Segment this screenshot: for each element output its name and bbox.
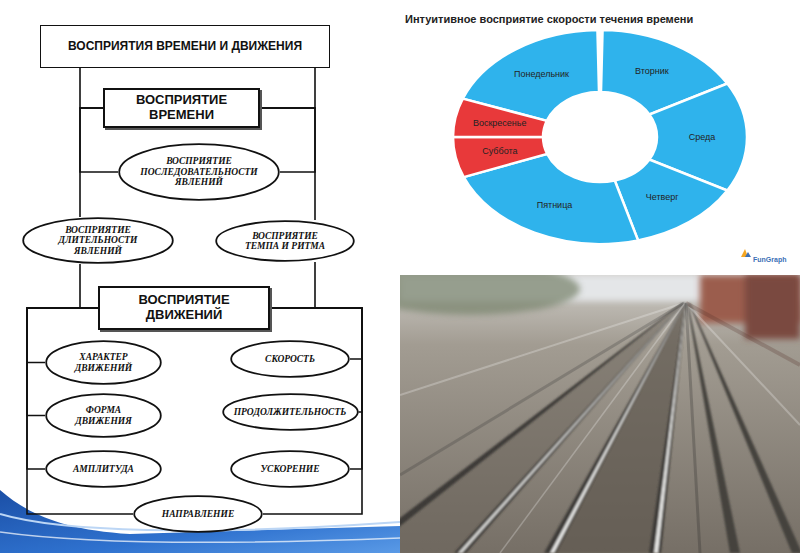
rail (649, 303, 686, 553)
oval-outline (46, 341, 161, 384)
property-oval: УСКОРЕНИЕ (230, 450, 350, 488)
chart-title: Интуитивное восприятие скорости течения … (405, 13, 693, 25)
oval-label: ВОСПРИЯТИЕ ДЛИТЕЛЬНОСТИ ЯВЛЕНИЙ (48, 225, 148, 256)
streak (686, 303, 700, 553)
oval-label: ВОСПРИЯТИЕ ТЕМПА И РИТМА (235, 231, 335, 252)
property-oval: ХАРАКТЕР ДВИЖЕНИЙ (45, 340, 162, 385)
wave-band (0, 490, 400, 553)
oval-label: НАПРАВЛЕНИЕ (162, 509, 235, 519)
logo-icon (740, 246, 752, 258)
rail-shine (654, 303, 686, 553)
trees (400, 275, 580, 315)
label-holder: Интуитивное восприятие скорости течения … (405, 9, 693, 27)
logo-text: FunGraph (753, 256, 786, 263)
category-box: ВОСПРИЯТИЕ ДВИЖЕНИЙ (98, 286, 270, 330)
oval-outline (119, 144, 279, 200)
box-label: ВОСПРИЯТИЕ ДВИЖЕНИЙ (119, 293, 249, 323)
rail (400, 303, 683, 553)
connector-line (270, 262, 315, 308)
process-oval: ВОСПРИЯТИЕ ТЕМПА И РИТМА (215, 220, 355, 262)
segment-label: Среда (689, 132, 716, 142)
property-oval: СКОРОСТЬ (230, 340, 350, 378)
ballast (400, 303, 684, 553)
oval-label: СКОРОСТЬ (265, 354, 315, 364)
category-box: ВОСПРИЯТИЕ ВРЕМЕНИ (103, 88, 260, 128)
oval-label: ВОСПРИЯТИЕ ПОСЛЕДОВАТЕЛЬНОСТИ ЯВЛЕНИЙ (134, 156, 264, 187)
title-box: ВОСПРИЯТИЯ ВРЕМЕНИ И ДВИЖЕНИЯ (40, 25, 330, 68)
motion-streaks (400, 303, 800, 553)
process-oval: ВОСПРИЯТИЕ ДЛИТЕЛЬНОСТИ ЯВЛЕНИЙ (22, 217, 174, 264)
property-oval: АМПЛИТУДА (45, 450, 162, 488)
box-label: ВОСПРИЯТИЕ ВРЕМЕНИ (126, 93, 238, 123)
oval-outline (231, 341, 349, 377)
wave-streak (0, 532, 400, 543)
rail (687, 303, 740, 553)
property-oval: НАПРАВЛЕНИЕ (133, 495, 263, 533)
oval-label: УСКОРЕНИЕ (260, 464, 319, 474)
rails (400, 303, 800, 553)
process-oval: ВОСПРИЯТИЕ ПОСЛЕДОВАТЕЛЬНОСТИ ЯВЛЕНИЙ (118, 143, 280, 201)
property-oval: ФОРМА ДВИЖЕНИЯ (45, 393, 162, 438)
connector-line (270, 308, 362, 469)
property-oval: ПРОДОЛЖИТЕЛЬНОСТЬ (222, 393, 359, 431)
segment-label: Вторник (635, 66, 669, 76)
connector-line (27, 308, 98, 469)
connector-line (27, 308, 362, 514)
connector-line (80, 264, 98, 308)
segment-label: Четверг (646, 192, 679, 202)
segment-label: Пятница (537, 200, 573, 210)
segment-label: Воскресенье (473, 118, 527, 128)
streak (400, 303, 684, 395)
rail (689, 303, 800, 553)
streak (686, 303, 800, 365)
oval-outline (46, 451, 161, 487)
connector-line (80, 108, 103, 217)
box-label: ВОСПРИЯТИЯ ВРЕМЕНИ И ДВИЖЕНИЯ (68, 40, 302, 54)
segment-fill (453, 137, 547, 177)
oval-label: ФОРМА ДВИЖЕНИЯ (64, 405, 144, 426)
oval-label: ПРОДОЛЖИТЕЛЬНОСТЬ (234, 407, 347, 417)
streak (400, 303, 684, 475)
building (745, 275, 800, 339)
oval-label: АМПЛИТУДА (73, 464, 134, 474)
oval-label: ХАРАКТЕР ДВИЖЕНИЙ (64, 352, 144, 373)
label-holder: FunGraph (753, 248, 786, 266)
oval-outline (223, 394, 358, 430)
segment-label: Суббота (482, 146, 517, 156)
railway-photo (400, 275, 800, 553)
oval-outline (46, 394, 161, 437)
segment-fill (453, 99, 547, 137)
streak (686, 303, 800, 425)
oval-outline (216, 221, 354, 261)
oval-outline (134, 496, 262, 532)
streak (500, 303, 685, 553)
oval-outline (23, 218, 173, 263)
oval-outline (231, 451, 349, 487)
logo-shape (745, 252, 751, 257)
segment-label: Понедельник (514, 69, 569, 79)
